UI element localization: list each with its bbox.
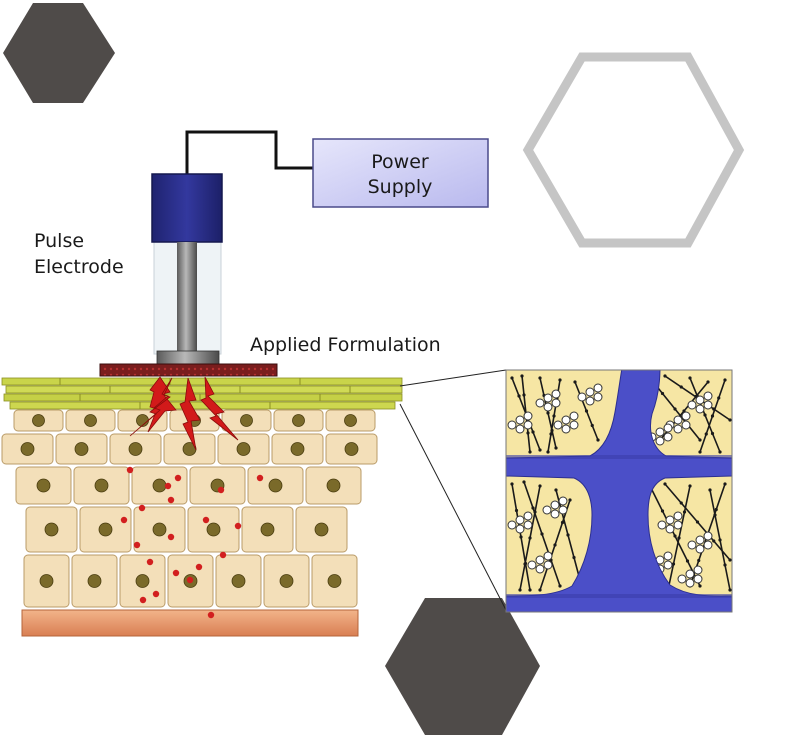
epidermal-cell: [65, 409, 116, 432]
epidermal-cell: [215, 554, 262, 608]
drug-particles: [120, 466, 264, 619]
drug-particle: [234, 522, 242, 530]
epidermal-cell: [133, 506, 186, 553]
lipid-headgroup: [507, 411, 533, 434]
epidermal-cell: [73, 466, 130, 505]
pulse-electrode-label-2: Electrode: [34, 256, 124, 278]
epidermal-cell: [221, 409, 272, 432]
hexagon-bottom: [385, 598, 540, 735]
epidermal-cell: [295, 506, 348, 553]
drug-particle: [167, 496, 175, 504]
epidermal-cell: [23, 554, 70, 608]
pulse-electrode-label-1: Pulse: [34, 230, 84, 252]
lipid-headgroup: [527, 551, 553, 574]
epidermal-cell: [131, 466, 188, 505]
drug-particle: [167, 533, 175, 541]
applied-formulation-label: Applied Formulation: [250, 334, 441, 356]
drug-particle: [256, 474, 264, 482]
epidermal-cell: [1, 433, 54, 465]
epidermal-cell: [15, 466, 72, 505]
zoom-line-bottom: [399, 403, 507, 611]
lipid-headgroup: [553, 411, 579, 434]
lipid-strand: [522, 480, 562, 588]
lipid-headgroup: [657, 511, 683, 534]
lipid-headgroup: [647, 423, 673, 446]
lipid-strand: [573, 380, 600, 442]
drug-particle: [186, 576, 194, 584]
zoom-line-top: [399, 369, 507, 387]
epidermal-cell: [217, 433, 270, 465]
power-supply-label-2: Supply: [368, 176, 433, 198]
drug-particle: [120, 516, 128, 524]
lipid-headgroup: [687, 391, 713, 414]
drug-particle: [133, 541, 141, 549]
drug-particle: [217, 486, 225, 494]
stratum-corneum: [1, 377, 403, 410]
power-cable: [185, 130, 313, 174]
hexagon-top-left: [3, 3, 115, 103]
epidermal-cell: [13, 409, 64, 432]
epidermal-cell: [273, 409, 324, 432]
epidermal-cell: [325, 409, 376, 432]
epidermal-cell: [25, 506, 78, 553]
drug-particle: [152, 590, 160, 598]
lightning-bolt-icon: [129, 376, 239, 451]
power-supply: Power Supply: [312, 138, 489, 208]
epidermal-cell: [55, 433, 108, 465]
lipid-strand: [663, 482, 732, 562]
lipid-strand: [698, 378, 727, 454]
lipid-headgroup: [542, 496, 568, 519]
pulse-electrode: [151, 173, 223, 365]
drug-particle: [172, 569, 180, 577]
epidermal-cell: [163, 433, 216, 465]
epidermal-cell: [79, 506, 132, 553]
drug-particle: [138, 504, 146, 512]
drug-particle: [146, 558, 154, 566]
epidermis-cells: [1, 409, 378, 608]
epidermal-cell: [263, 554, 310, 608]
epidermal-cell: [305, 466, 362, 505]
epidermal-cell: [109, 433, 162, 465]
pore-channel: [506, 370, 732, 612]
epidermal-cell: [241, 506, 294, 553]
power-supply-label-1: Power: [371, 151, 429, 173]
epidermal-cell: [311, 554, 358, 608]
drug-particle: [202, 516, 210, 524]
drug-particle: [219, 551, 227, 559]
epidermal-cell: [271, 433, 324, 465]
epidermal-cell: [325, 433, 378, 465]
lipid-headgroup: [535, 389, 561, 412]
lipid-headgroup: [677, 565, 703, 588]
epidermal-cell: [71, 554, 118, 608]
drug-particle: [139, 596, 147, 604]
hexagon-outline-right: [522, 52, 745, 248]
lipid-chains: [507, 374, 732, 592]
epidermal-cell: [247, 466, 304, 505]
formulation-pad: [99, 363, 278, 377]
drug-particle: [207, 611, 215, 619]
lipid-strand: [518, 484, 542, 592]
drug-particle: [195, 563, 203, 571]
epidermal-cell: [187, 506, 240, 553]
drug-particle: [164, 482, 172, 490]
lipid-headgroup: [687, 531, 713, 554]
epidermal-cell: [189, 466, 246, 505]
drug-particle: [126, 466, 134, 474]
lipid-headgroup: [577, 383, 603, 406]
epidermal-cell: [117, 409, 168, 432]
dermis-layer: [21, 609, 359, 637]
drug-particle: [174, 474, 182, 482]
lipid-strand: [708, 488, 732, 592]
pore-zoom-inset: [505, 369, 733, 613]
lipid-headgroup: [507, 511, 533, 534]
